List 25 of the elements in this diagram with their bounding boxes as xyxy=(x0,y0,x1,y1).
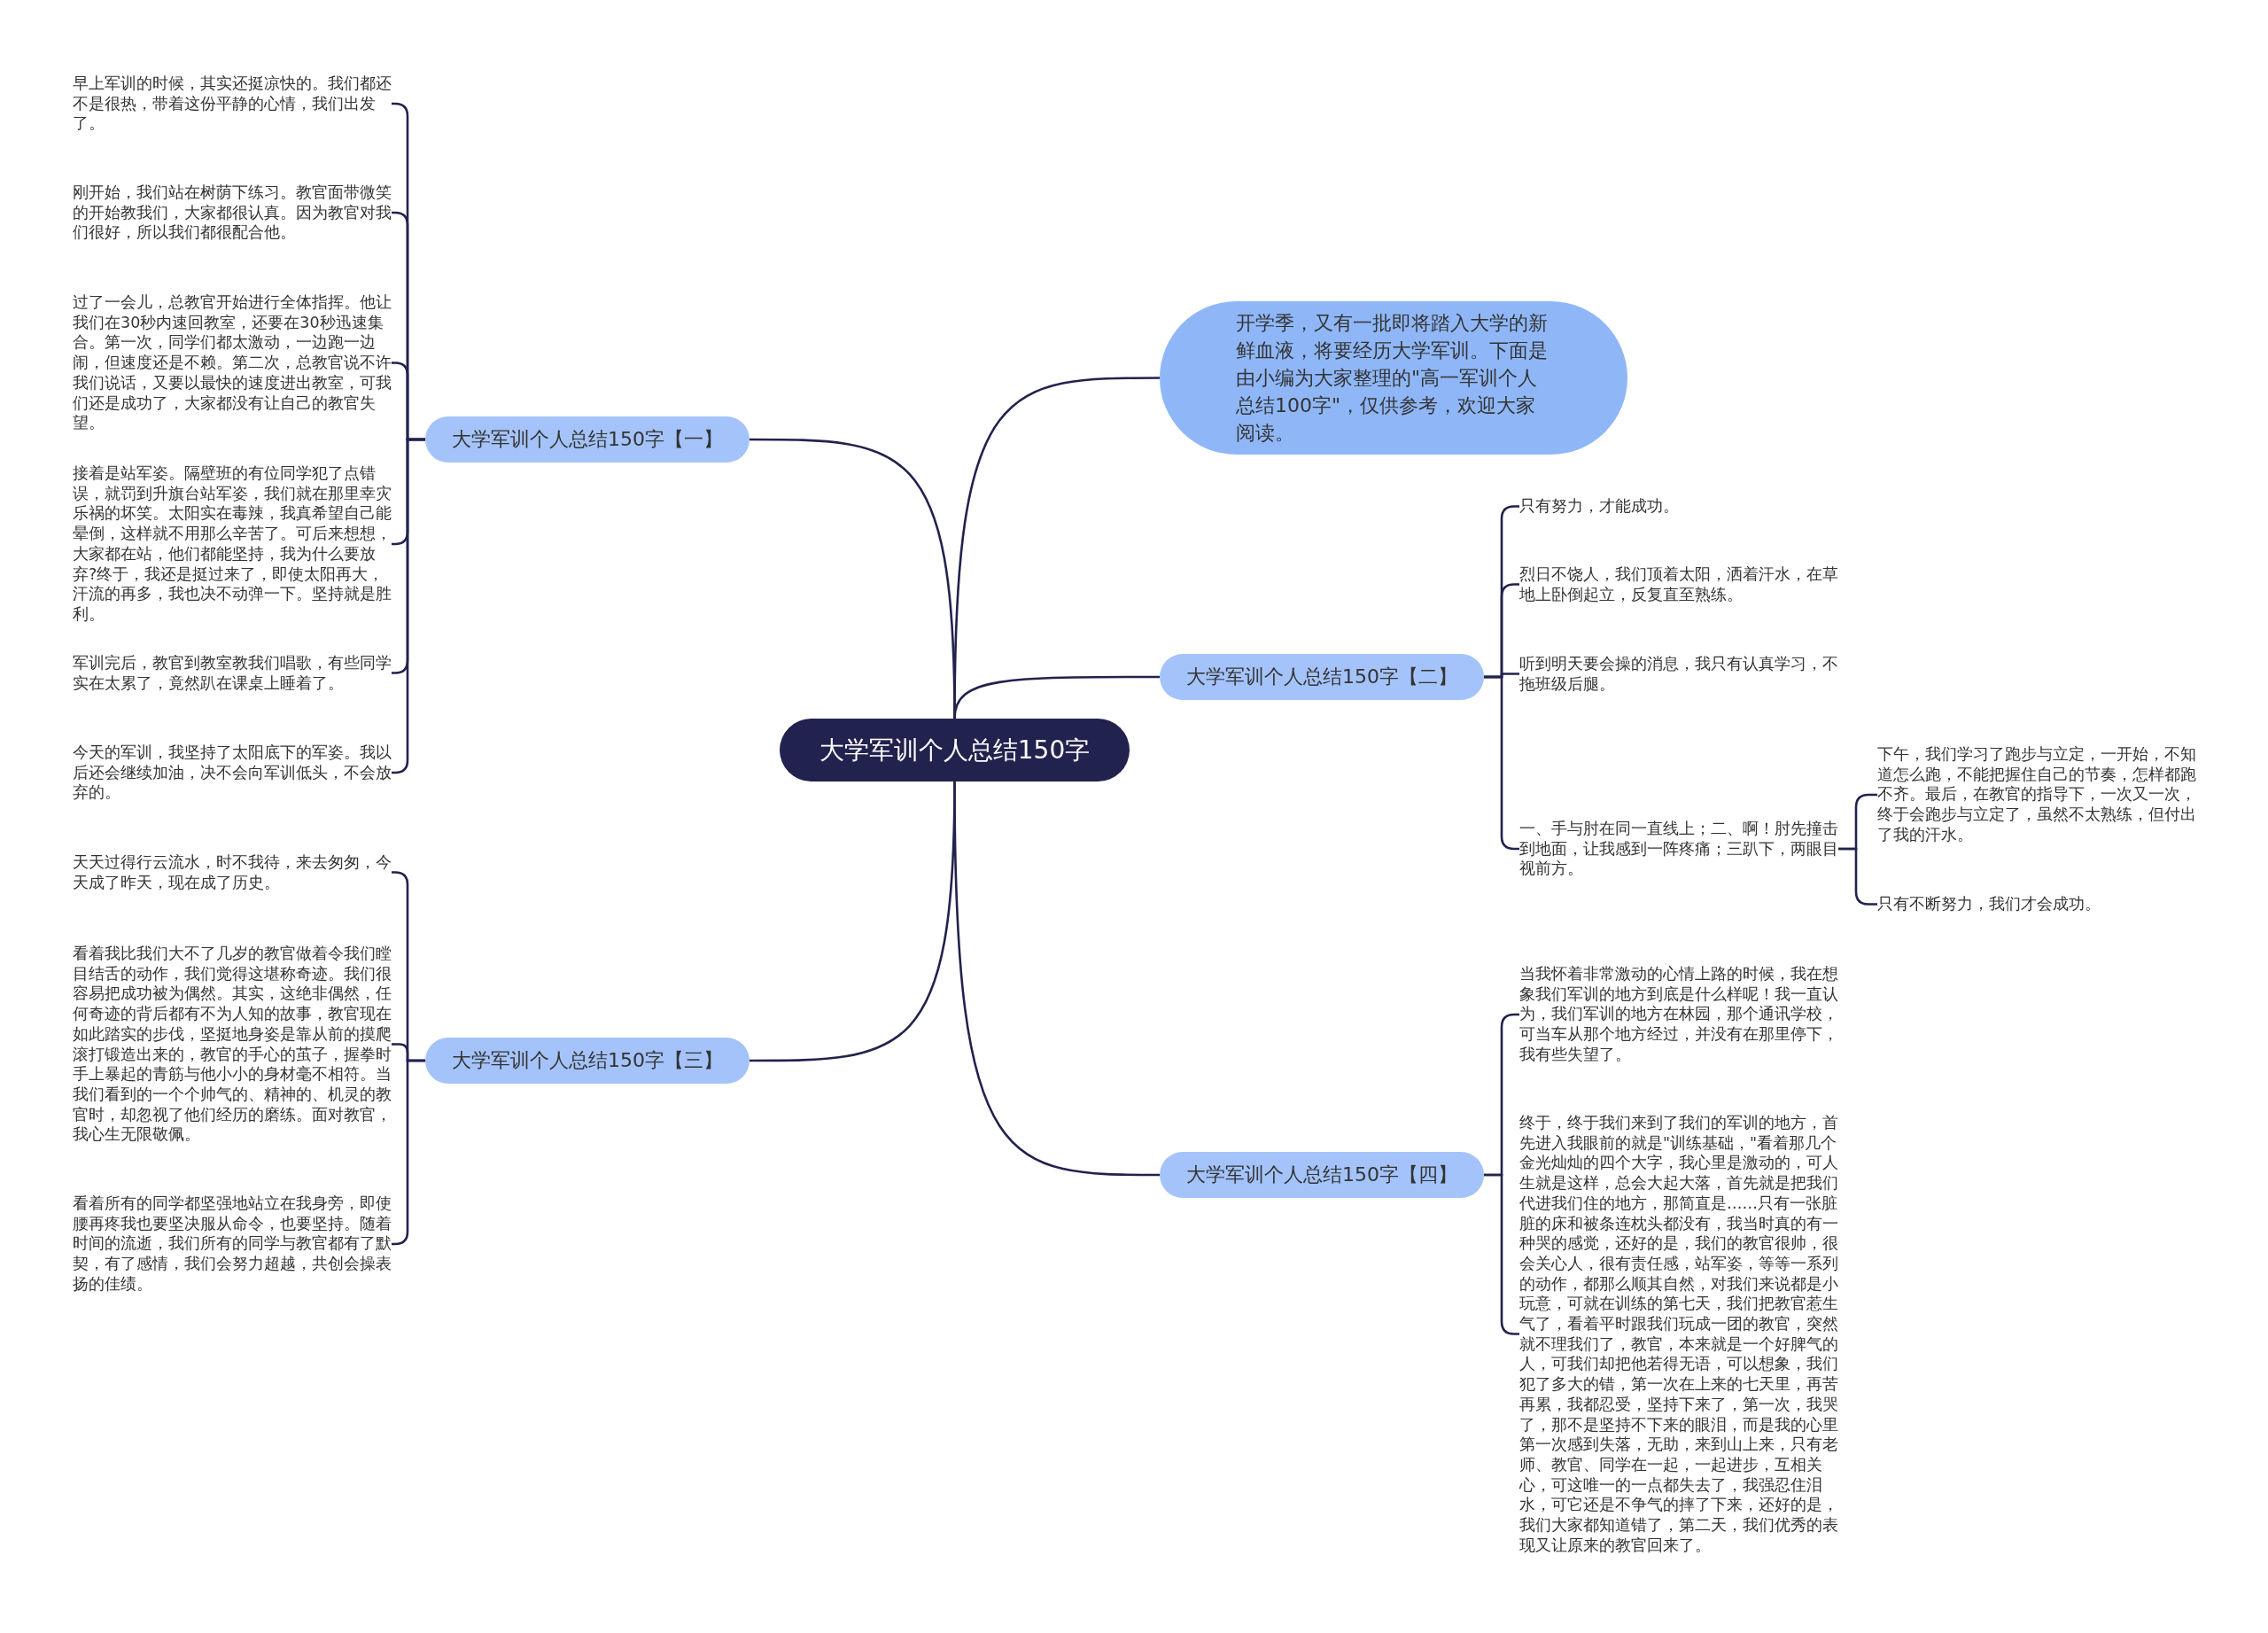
leaf-text: 下午，我们学习了跑步与立定，一开始，不知道怎么跑，不能把握住自己的节奏，怎样都跑不齐。最后，在教官的指导下，一次又一次，终于会跑步与立定了，虽然不太熟练，但付出了我的汗水。 xyxy=(1877,744,2198,845)
leaf-text: 看着我比我们大不了几岁的教官做着令我们瞠目结舌的动作，我们觉得这堪称奇迹。我们很容易把成功被为偶然。其实，这绝非偶然，任何奇迹的背后都有不为人知的故事，教官现在如此踏实的步伐，坚挺地身姿是靠从前的摸爬滚打锻造出来的，教官的手心的茧子，握拳时手上暴起的青筋与他小小的身材毫不相符。当我们看到的一个个帅气的、精神的、机灵的教官时，却忽视了他们经历的磨练。面对教官，我心生无限敬佩。 xyxy=(73,944,392,1146)
leaf-text: 天天过得行云流水，时不我待，来去匆匆，今天成了昨天，现在成了历史。 xyxy=(73,852,392,893)
leaf-text: 一、手与肘在同一直线上；二、啊！肘先撞击到地面，让我感到一阵疼痛；三趴下，两眼目视前方。 xyxy=(1519,819,1838,880)
leaf-text: 早上军训的时候，其实还挺凉快的。我们都还不是很热，带着这份平静的心情，我们出发了。 xyxy=(73,74,392,135)
connector-line xyxy=(953,782,1160,1177)
leaf-text: 烈日不饶人，我们顶着太阳，洒着汗水，在草地上卧倒起立，反复直至熟练。 xyxy=(1519,564,1838,605)
leaf-text: 只有努力，才能成功。 xyxy=(1519,496,1838,517)
central-topic: 大学军训个人总结150字 xyxy=(780,719,1130,782)
leaf-text: 过了一会儿，总教官开始进行全体指挥。他让我们在30秒内速回教室，还要在30秒迅速集合。第一次，同学们都太激动，一边跑一边闹，但速度还是不赖。第二次，总教官说不许我们说话，又要以最快的速度进出教室，可我们还是成功了，大家都没有让自己的教官失望。 xyxy=(73,292,392,433)
leaf-text: 军训完后，教官到教室教我们唱歌，有些同学实在太累了，竟然趴在课桌上睡着了。 xyxy=(73,653,392,694)
leaf-text: 看着所有的同学都坚强地站立在我身旁，即使腰再疼我也要坚决服从命令，也要坚持。随着时间的流逝，我们所有的同学与教官都有了默契，有了感情，我们会努力超越，共创会操表扬的佳绩。 xyxy=(73,1194,392,1295)
topic-box: 大学军训个人总结150字【一】 xyxy=(425,416,750,463)
leaf-text: 今天的军训，我坚持了太阳底下的军姿。我以后还会继续加油，决不会向军训低头，不会放弃的。 xyxy=(73,743,392,804)
topic-box: 大学军训个人总结150字【二】 xyxy=(1160,654,1484,700)
leaf-text: 接着是站军姿。隔壁班的有位同学犯了点错误，就罚到升旗台站军姿，我们就在那里幸灾乐祸的坏笑。太阳实在毒辣，我真希望自己能晕倒，这样就不用那么辛苦了。可后来想想，大家都在站，他们都能坚持，我为什么要放弃?终于，我还是挺过来了，即使太阳再大，汗流的再多，我也决不动弹一下。坚持就是胜利。 xyxy=(73,463,392,625)
topic-box: 大学军训个人总结150字【三】 xyxy=(425,1038,750,1084)
connector-line xyxy=(953,675,1160,719)
leaf-text: 终于，终于我们来到了我们的军训的地方，首先进入我眼前的就是"训练基础，"看着那几个金光灿灿的四个大字，我心里是激动的，可人生就是这样，总会大起大落，首先就是把我们代进我们住的地方，那简直是……只有一张脏脏的床和被条连枕头都没有，我当时真的有一种哭的感觉，还好的是，我们的教官很帅，很会关心人，很有责任感，站军姿，等等一系列的动作，都那么顺其自然，对我们来说都是小玩意，可就在训练的第七天，我们把教官惹生气了，看着平时跟我们玩成一团的教官，突然就不理我们了，教官，本来就是一个好脾气的人，可我们却把他若得无语，可以想象，我们犯了多大的错，第一次在上来的七天里，再苦再累，我都忍受，坚持下来了，第一次，我哭了，那不是坚持不下来的眼泪，而是我的心里第一次感到失落，无助，来到山上来，只有老师、教官、同学在一起，一起进步，互相关心，可这唯一的一点都失去了，我强忍住泪水，可它还是不争气的摔了下来，还好的是，我们大家都知道错了，第二天，我们优秀的表现又让原来的教官回来了。 xyxy=(1519,1113,1838,1556)
leaf-text: 听到明天要会操的消息，我只有认真学习，不拖班级后腿。 xyxy=(1519,654,1838,695)
leaf-text: 只有不断努力，我们才会成功。 xyxy=(1877,894,2198,914)
note-bubble: 开学季，又有一批即将踏入大学的新鲜血液，将要经历大学军训。下面是由小编为大家整理的"高一军训个人总结100字"，仅供参考，欢迎大家阅读。 xyxy=(1160,301,1627,455)
leaf-text: 刚开始，我们站在树荫下练习。教官面带微笑的开始教我们，大家都很认真。因为教官对我们很好，所以我们都很配合他。 xyxy=(73,183,392,244)
topic-box: 大学军训个人总结150字【四】 xyxy=(1160,1152,1484,1198)
leaf-text: 当我怀着非常激动的心情上路的时候，我在想象我们军训的地方到底是什么样呢！我一直认为，我们军训的地方在林园，那个通讯学校，可当车从那个地方经过，并没有在那里停下，我有些失望了。 xyxy=(1519,964,1838,1065)
